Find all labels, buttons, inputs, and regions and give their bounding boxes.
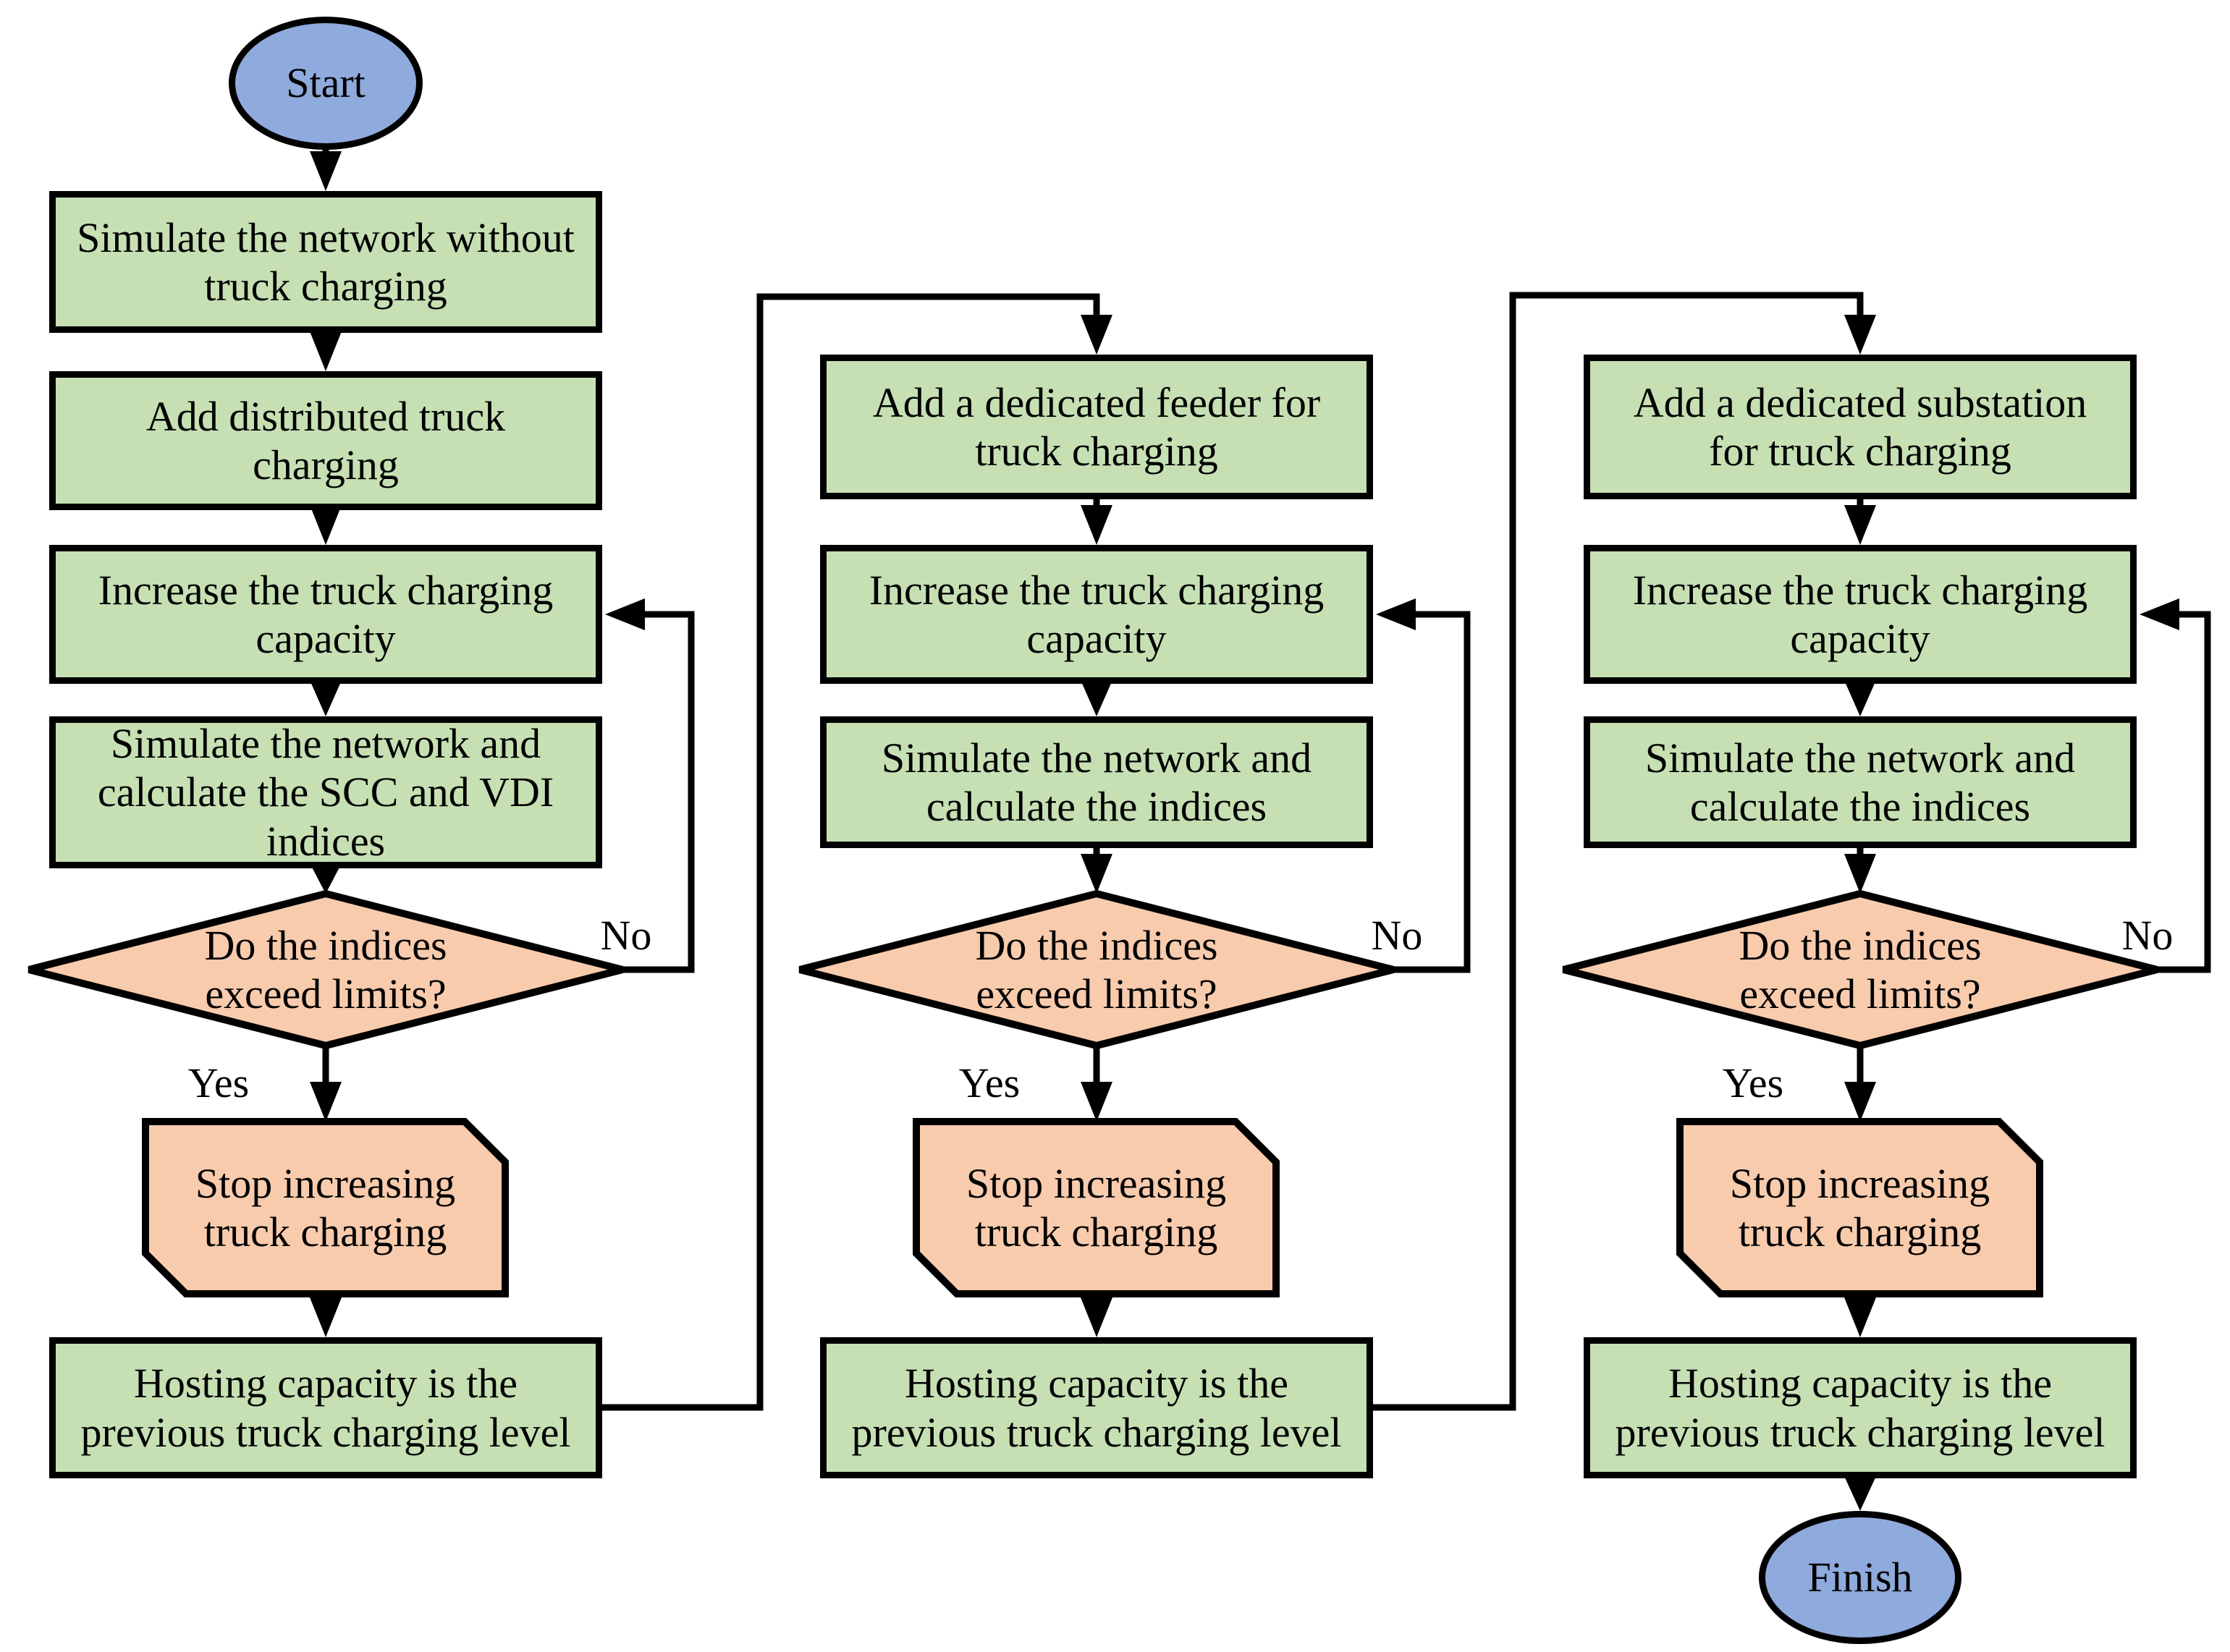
- decision-indices-exceed-limits-col1: Do the indices exceed limits?: [28, 889, 624, 1050]
- process-add-dedicated-substation: Add a dedicated substation for truck cha…: [1584, 355, 2137, 499]
- stop-increasing-truck-charging-col2: Stop increasing truck charging: [913, 1118, 1280, 1297]
- process-label: Simulate the network and calculate the S…: [97, 720, 554, 865]
- label-no-col2: No: [1371, 911, 1423, 959]
- decision-label: Do the indices exceed limits?: [975, 921, 1218, 1017]
- finish-label: Finish: [1807, 1554, 1913, 1601]
- process-simulate-and-calculate-scc-vdi-indices: Simulate the network and calculate the S…: [49, 716, 602, 868]
- decision-indices-exceed-limits-col2: Do the indices exceed limits?: [798, 889, 1395, 1050]
- decision-label: Do the indices exceed limits?: [204, 921, 447, 1017]
- stop-label: Stop increasing truck charging: [1729, 1159, 1990, 1255]
- process-simulate-and-calculate-indices-col2: Simulate the network and calculate the i…: [820, 716, 1373, 848]
- decision-indices-exceed-limits-col3: Do the indices exceed limits?: [1562, 889, 2158, 1050]
- process-simulate-and-calculate-indices-col3: Simulate the network and calculate the i…: [1584, 716, 2137, 848]
- process-label: Add a dedicated substation for truck cha…: [1633, 378, 2087, 475]
- process-label: Hosting capacity is the previous truck c…: [1615, 1360, 2106, 1456]
- label-yes-col1: Yes: [187, 1059, 250, 1106]
- finish-terminal: Finish: [1759, 1511, 1961, 1644]
- label-yes-col2: Yes: [958, 1059, 1021, 1106]
- process-label: Add distributed truck charging: [145, 392, 506, 488]
- process-label: Add a dedicated feeder for truck chargin…: [872, 378, 1321, 475]
- label-yes-col3: Yes: [1722, 1059, 1784, 1106]
- process-label: Increase the truck charging capacity: [869, 566, 1325, 662]
- process-add-dedicated-feeder: Add a dedicated feeder for truck chargin…: [820, 355, 1373, 499]
- label-no-col3: No: [2121, 911, 2174, 959]
- stop-label: Stop increasing truck charging: [195, 1159, 456, 1255]
- stop-increasing-truck-charging-col1: Stop increasing truck charging: [142, 1118, 509, 1297]
- process-label: Increase the truck charging capacity: [1632, 566, 2088, 662]
- process-label: Hosting capacity is the previous truck c…: [80, 1360, 571, 1456]
- process-increase-truck-charging-capacity-col3: Increase the truck charging capacity: [1584, 545, 2137, 684]
- process-hosting-capacity-col3: Hosting capacity is the previous truck c…: [1584, 1337, 2137, 1478]
- process-label: Increase the truck charging capacity: [98, 566, 554, 662]
- process-add-distributed-truck-charging: Add distributed truck charging: [49, 371, 602, 510]
- start-label: Start: [286, 59, 366, 107]
- stop-increasing-truck-charging-col3: Stop increasing truck charging: [1676, 1118, 2043, 1297]
- start-terminal: Start: [229, 17, 423, 150]
- process-increase-truck-charging-capacity-col2: Increase the truck charging capacity: [820, 545, 1373, 684]
- process-label: Simulate the network without truck charg…: [77, 213, 575, 310]
- process-increase-truck-charging-capacity-col1: Increase the truck charging capacity: [49, 545, 602, 684]
- process-hosting-capacity-col1: Hosting capacity is the previous truck c…: [49, 1337, 602, 1478]
- process-simulate-network-without-truck-charging: Simulate the network without truck charg…: [49, 191, 602, 333]
- process-label: Simulate the network and calculate the i…: [1644, 734, 2076, 830]
- label-no-col1: No: [600, 911, 652, 959]
- process-label: Simulate the network and calculate the i…: [881, 734, 1312, 830]
- process-hosting-capacity-col2: Hosting capacity is the previous truck c…: [820, 1337, 1373, 1478]
- process-label: Hosting capacity is the previous truck c…: [851, 1360, 1342, 1456]
- decision-label: Do the indices exceed limits?: [1739, 921, 1982, 1017]
- stop-label: Stop increasing truck charging: [966, 1159, 1227, 1255]
